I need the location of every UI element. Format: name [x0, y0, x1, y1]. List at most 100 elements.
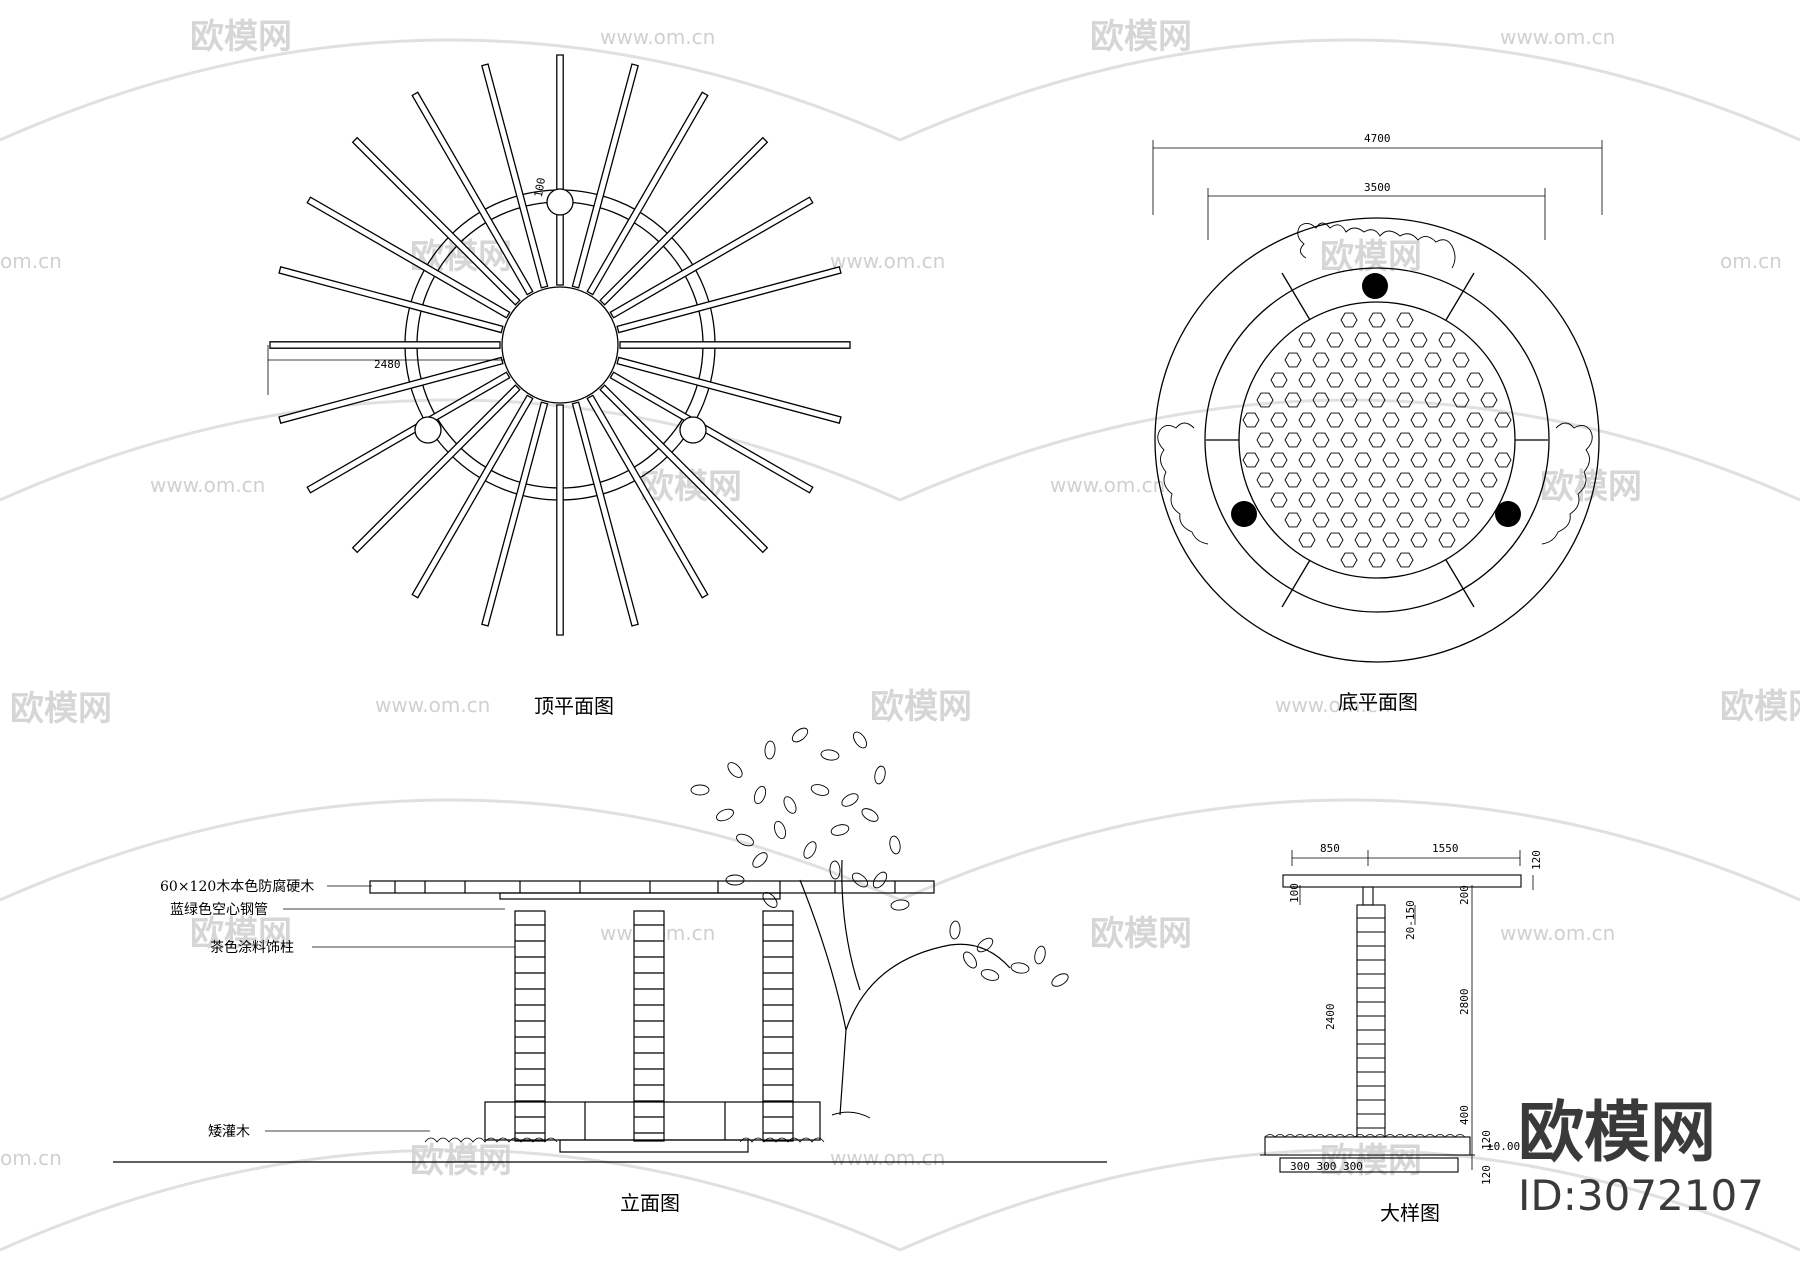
hex-paver: [1396, 392, 1414, 408]
callout-column-paint: 茶色涂料饰柱: [210, 939, 294, 956]
hex-paver: [1396, 312, 1414, 328]
brand-logo-text: 欧模网: [1518, 1094, 1716, 1171]
bottom-plan-segment-line: [1445, 272, 1475, 321]
detail-dim: 100: [1288, 883, 1301, 903]
tree-leaf: [753, 785, 767, 805]
hex-paver: [1396, 552, 1414, 568]
bottom-plan-column: [1362, 273, 1388, 299]
top-plan-rafter: [351, 384, 521, 554]
elevation-post: [514, 910, 546, 1142]
hex-paver: [1382, 452, 1400, 468]
elevation-timber-beam: [369, 880, 935, 894]
hex-paver: [1466, 412, 1484, 428]
bottom-plan-column: [1231, 501, 1257, 527]
hex-paver: [1298, 492, 1316, 508]
top-plan-title: 顶平面图: [534, 694, 614, 718]
hex-paver: [1438, 492, 1456, 508]
callout-timber: 60×120木本色防腐硬木: [160, 878, 314, 895]
hex-paver: [1326, 372, 1344, 388]
watermark-brand: 欧模网: [1090, 914, 1192, 954]
hex-paver: [1480, 392, 1498, 408]
hex-paver: [1410, 412, 1428, 428]
detail-title: 大样图: [1380, 1201, 1440, 1225]
elevation-tree-base: [831, 1111, 871, 1119]
hex-paver: [1340, 352, 1358, 368]
top-plan-radius-dim: 2480: [374, 358, 401, 371]
hex-paver: [1424, 472, 1442, 488]
top-plan-rafter: [599, 136, 769, 306]
top-plan-view: [267, 54, 851, 636]
hex-paver: [1382, 532, 1400, 548]
tree-leaf: [1051, 973, 1069, 987]
detail-foundation: [1279, 1157, 1459, 1173]
hex-paver: [1242, 412, 1260, 428]
hex-paver: [1298, 452, 1316, 468]
tree-leaf: [762, 892, 778, 908]
hex-paver: [1368, 552, 1386, 568]
hex-paver: [1312, 472, 1330, 488]
elevation-view: [113, 727, 1107, 1163]
elevation-beam-joints: [394, 881, 896, 893]
tree-leaf: [830, 824, 850, 836]
watermark-site: www.om.cn: [600, 25, 715, 49]
hex-paver: [1368, 432, 1386, 448]
hex-paver: [1396, 512, 1414, 528]
hex-paver: [1424, 392, 1442, 408]
detail-post: [1356, 904, 1386, 1138]
top-plan-rafter: [619, 341, 851, 349]
detail-dim: 850: [1320, 842, 1340, 855]
watermark-site: om.cn: [1720, 249, 1782, 273]
tree-leaf: [752, 852, 768, 868]
hex-paver: [1326, 332, 1344, 348]
hex-paver: [1256, 432, 1274, 448]
hex-paver: [1270, 372, 1288, 388]
top-plan-rafter: [609, 371, 814, 494]
elevation-step: [559, 1139, 749, 1153]
tree-leaf: [725, 874, 745, 886]
hex-paver: [1256, 472, 1274, 488]
hex-paver: [1382, 412, 1400, 428]
bottom-plan-view: [1152, 140, 1603, 663]
hex-paver: [1284, 352, 1302, 368]
hex-paver: [1452, 472, 1470, 488]
top-plan-rafter: [571, 63, 639, 289]
top-plan-rafter: [586, 91, 709, 296]
bottom-plan-column: [1495, 501, 1521, 527]
elevation-shrubs-left: [424, 1137, 558, 1143]
tree-leaf: [829, 860, 841, 880]
hex-paver: [1368, 352, 1386, 368]
elevation-posts: [514, 910, 794, 1142]
tree-leaf: [861, 808, 879, 822]
hex-paver: [1298, 372, 1316, 388]
hex-paver: [1298, 532, 1316, 548]
tree-leaf: [690, 784, 710, 796]
tree-leaf: [889, 835, 901, 855]
hex-paver: [1466, 452, 1484, 468]
hex-paver: [1340, 392, 1358, 408]
hex-paver: [1340, 472, 1358, 488]
top-plan-rafter: [411, 91, 534, 296]
watermark-site: www.om.cn: [375, 693, 490, 717]
hex-paver: [1312, 352, 1330, 368]
hex-paver: [1270, 452, 1288, 468]
tree-leaf: [890, 899, 910, 911]
hex-paver: [1382, 372, 1400, 388]
detail-dim: 2400: [1324, 1004, 1337, 1031]
hex-paver: [1452, 512, 1470, 528]
bottom-plan-shrub-hatch: [1541, 422, 1593, 545]
hex-paver: [1326, 532, 1344, 548]
hex-paver: [1284, 392, 1302, 408]
top-plan-rafter: [306, 196, 511, 319]
top-plan-rafter: [556, 404, 564, 636]
hex-paver: [1312, 432, 1330, 448]
hex-paver: [1270, 412, 1288, 428]
tree-leaf: [841, 793, 859, 807]
tree-leaf: [791, 727, 809, 743]
top-plan-rafter: [278, 266, 504, 334]
watermark-site: www.om.cn: [830, 249, 945, 273]
detail-post-bands: [1357, 917, 1385, 1129]
detail-dim: 2800: [1458, 989, 1471, 1016]
hex-paver: [1354, 332, 1372, 348]
hex-paver: [1382, 492, 1400, 508]
